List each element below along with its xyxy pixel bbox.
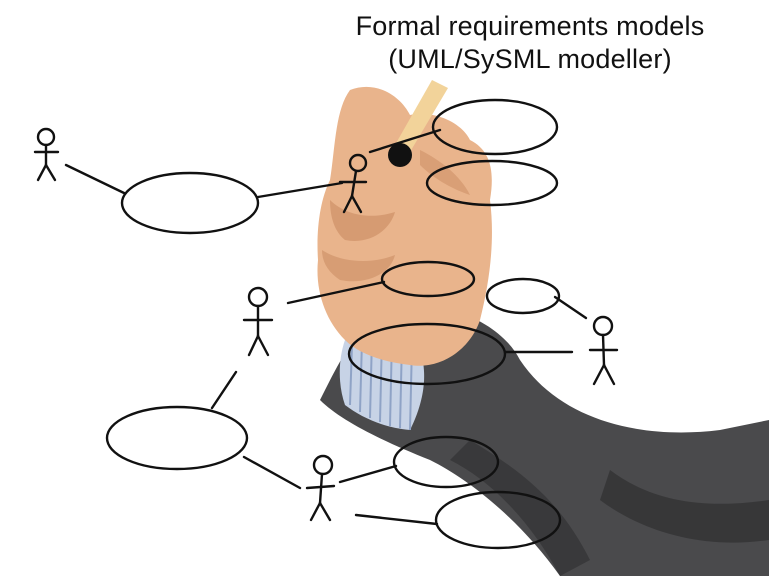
association-7 — [210, 370, 238, 410]
use-case-5 — [485, 277, 561, 315]
actor-3 — [242, 286, 274, 357]
association-10 — [354, 513, 439, 526]
use-case-1 — [431, 98, 559, 156]
actor-5 — [305, 454, 336, 522]
diagram-lines — [33, 98, 619, 550]
businessman-arm — [320, 300, 769, 576]
association-4 — [286, 280, 386, 305]
association-3 — [368, 128, 442, 154]
actor-1 — [33, 127, 60, 182]
use-case-4 — [380, 260, 476, 298]
caption-line-2: (UML/SySML modeller) — [388, 44, 672, 74]
association-8 — [242, 455, 302, 490]
diagram-caption: Formal requirements models (UML/SySML mo… — [300, 10, 760, 76]
use-case-9 — [434, 490, 562, 550]
marker-body — [395, 80, 448, 152]
use-case-3 — [120, 171, 260, 235]
actor-4 — [588, 315, 619, 386]
use-case-8 — [392, 435, 500, 489]
use-case-2 — [425, 159, 559, 207]
association-5 — [553, 295, 588, 320]
actor-2 — [338, 153, 368, 214]
marker-pen — [388, 80, 448, 167]
hand-finger-shadow — [322, 250, 395, 282]
suit-sleeve-fold-2 — [450, 440, 590, 576]
marker-tip — [388, 143, 412, 167]
hand-knuckle-shadow — [330, 200, 395, 241]
suit-sleeve-fold — [600, 470, 769, 543]
use-case-6 — [347, 322, 507, 386]
hand-thumb-shadow — [420, 150, 470, 195]
caption-line-1: Formal requirements models — [355, 11, 705, 41]
use-case-7 — [105, 405, 249, 471]
association-2 — [256, 181, 344, 199]
association-1 — [64, 163, 126, 195]
association-9 — [338, 464, 398, 484]
